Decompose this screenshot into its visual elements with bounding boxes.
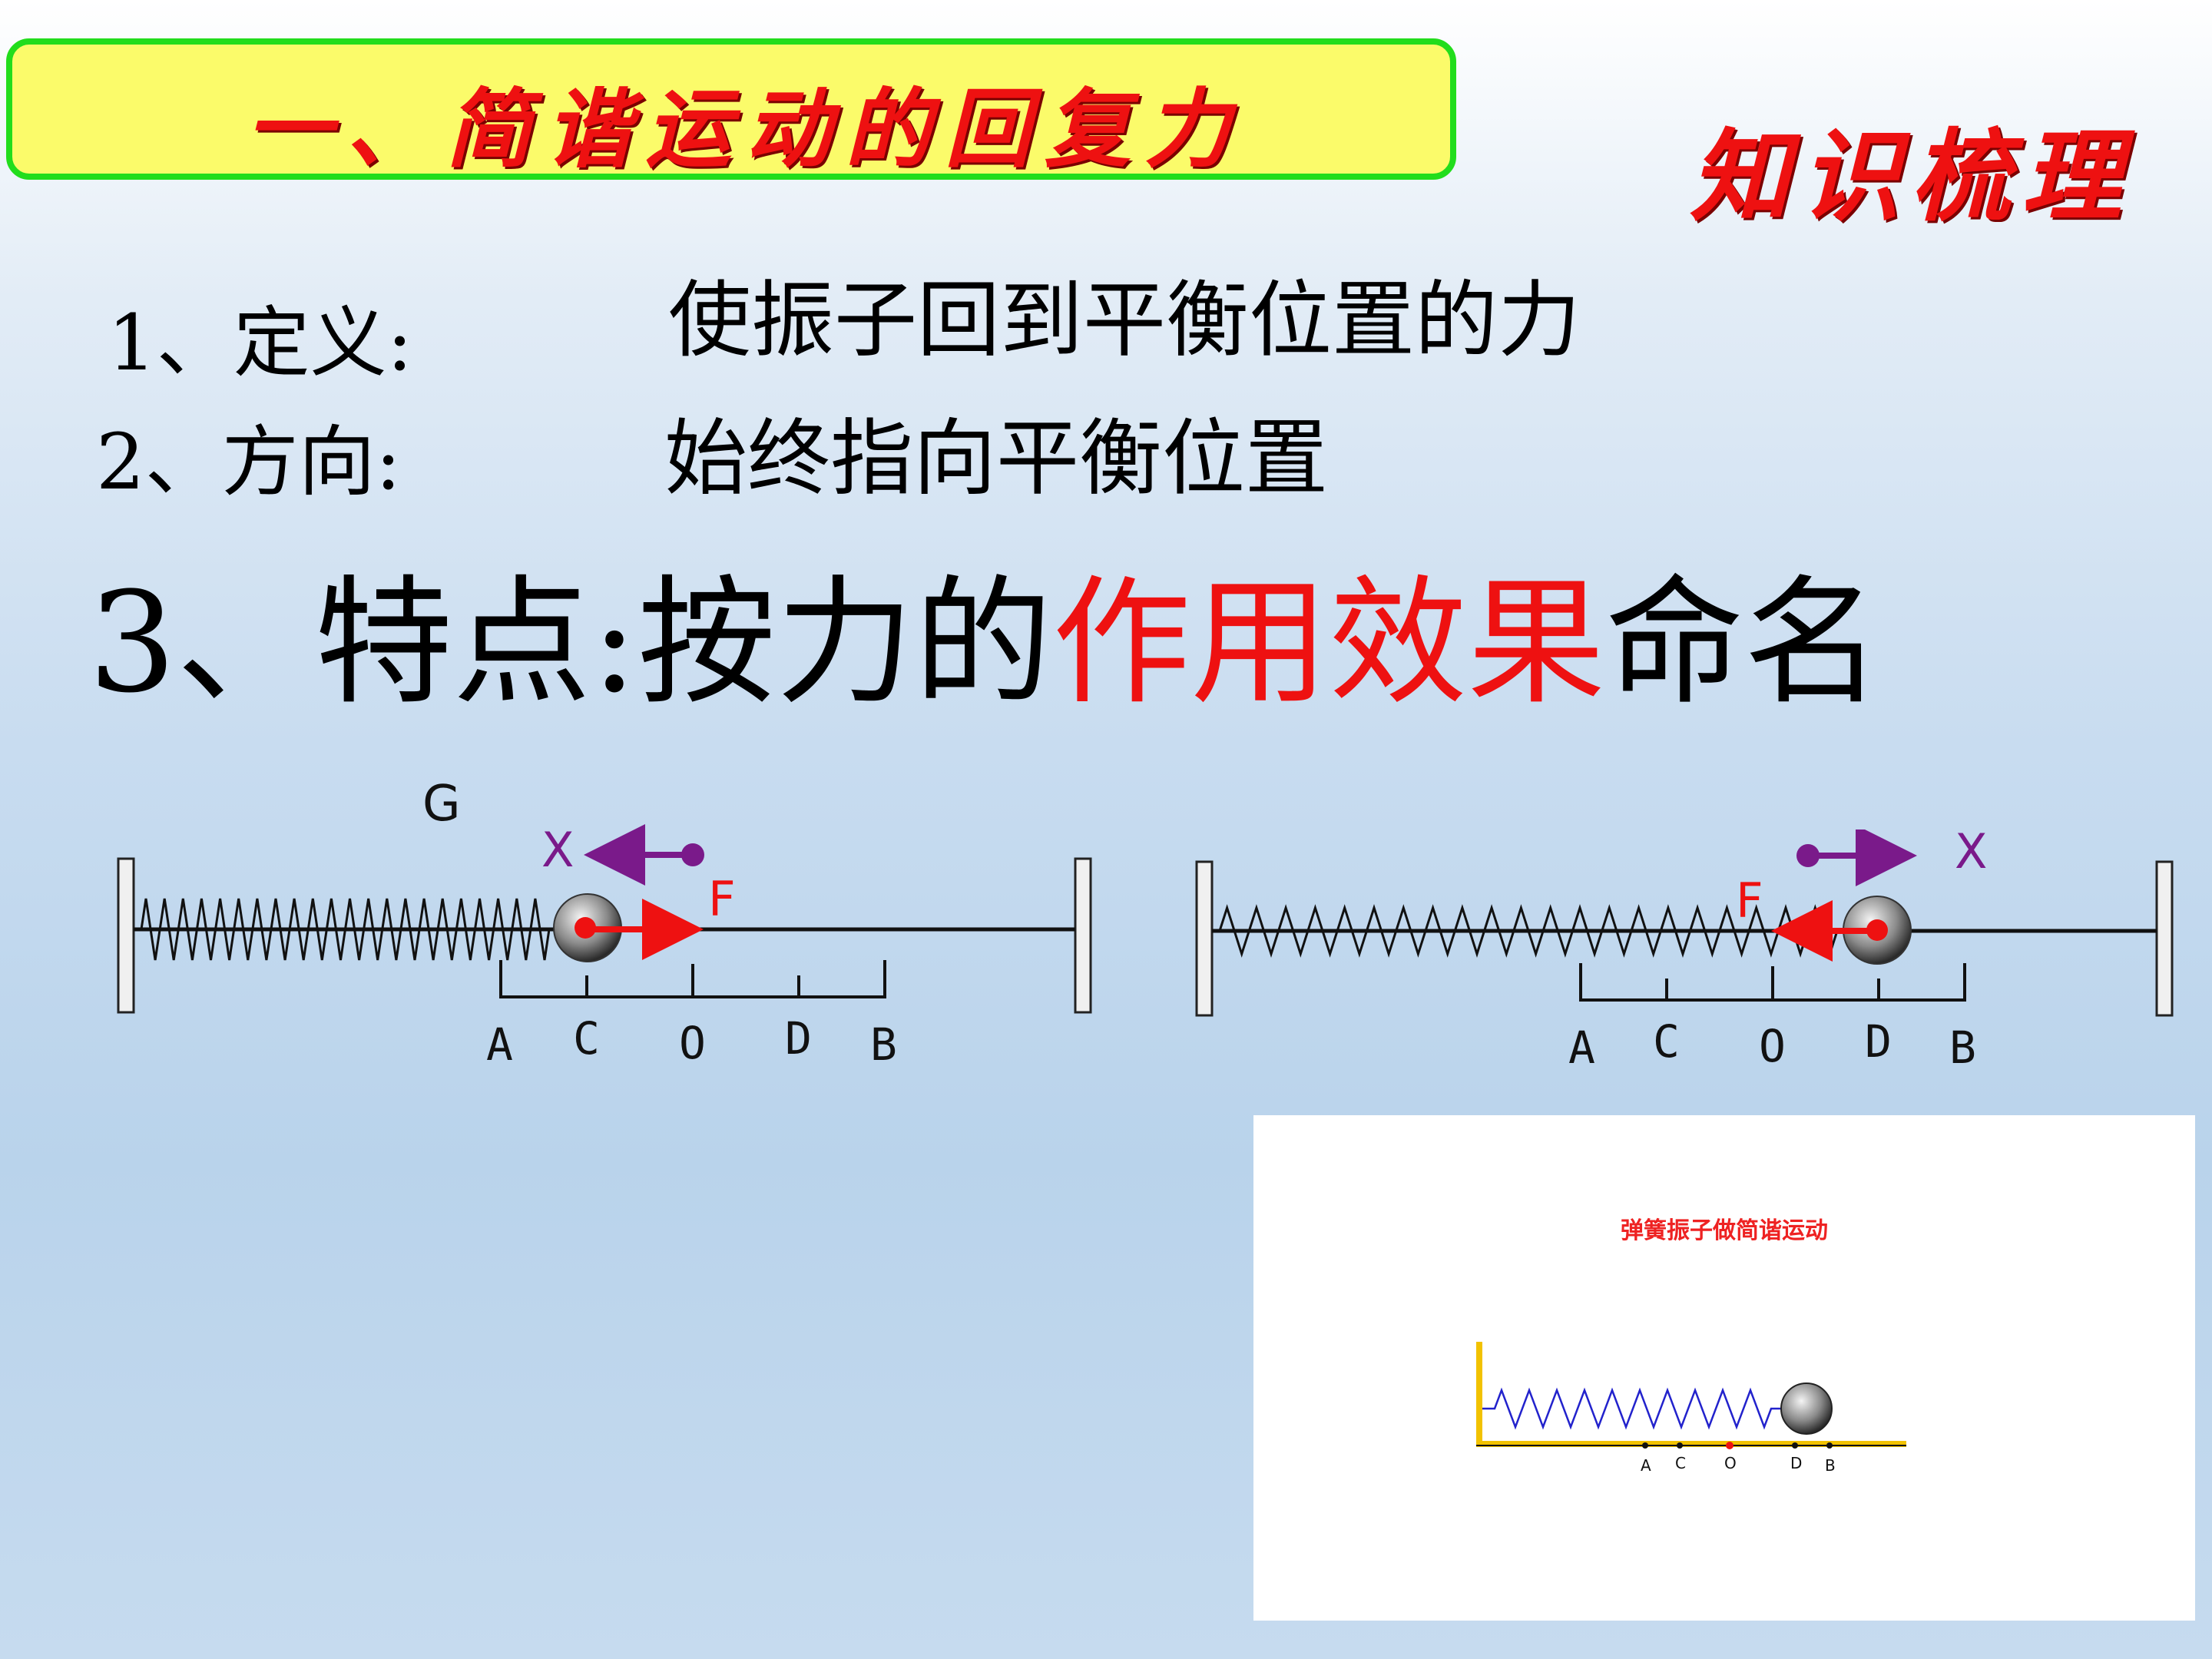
tick-label-a: A [1568,1022,1595,1074]
tick-label-a: A [486,1018,513,1071]
feature-line: 3、特点:按力的作用效果命名 [88,530,1882,730]
g-label: G [422,776,461,833]
section-label: 知识梳理 [1690,118,2133,235]
tick-label-d: D [785,1012,812,1065]
anim-ball [1780,1382,1833,1435]
spring-diagram-left: G X F A C O D B [117,776,1092,1071]
anim-mark-b [1826,1442,1833,1449]
tick-label-c: C [573,1012,600,1065]
anim-floor [1476,1441,1906,1447]
title-banner [6,38,1456,180]
direction-value: 始终指向平衡位置 [664,411,1329,507]
tick-label-b: B [870,1018,897,1071]
x-label: X [1955,830,1987,879]
animation-title: 弹簧振子做简谐运动 [1621,1217,1828,1244]
anim-mark-a [1642,1442,1648,1449]
feature-highlight: 作用效果 [1052,563,1606,724]
force-origin-dot [575,917,596,939]
right-wall [2155,860,2174,1017]
feature-label: 3、特点: [88,563,638,724]
anim-mark-d [1792,1442,1798,1449]
spring [134,898,557,961]
right-wall [1074,857,1092,1014]
animation-panel[interactable]: 弹簧振子做简谐运动 A C O D B [1253,1115,2195,1621]
x-label: X [541,822,574,878]
definition-value: 使振子回到平衡位置的力 [668,273,1581,369]
tick-label-b: B [1949,1022,1976,1074]
spring-diagram-right: X F A C O D B [1195,830,2174,1074]
anim-tick-a: A [1641,1456,1651,1475]
anim-mark-c [1677,1442,1683,1449]
anim-tick-o: O [1724,1454,1737,1472]
spring [1212,904,1845,958]
direction-label: 2、方向: [96,417,402,507]
anim-wall [1476,1342,1482,1445]
f-label: F [708,871,736,927]
left-wall [117,857,135,1014]
tick-label-c: C [1653,1015,1680,1068]
f-label: F [1736,873,1763,929]
definition-label: 1、定义: [108,298,413,388]
anim-tick-d: D [1790,1454,1802,1472]
tick-label-d: D [1865,1015,1892,1068]
tick-label-o: O [679,1017,706,1069]
feature-prefix: 按力的 [637,563,1053,724]
animation-scene: A C O D B [1476,1342,1906,1475]
anim-tick-b: B [1825,1456,1836,1475]
tick-label-o: O [1759,1020,1786,1072]
anim-spring [1482,1387,1783,1430]
left-wall [1195,860,1214,1017]
anim-tick-c: C [1675,1454,1686,1472]
anim-mark-o [1726,1442,1734,1449]
page-title: 一、简谐运动的回复力 [246,79,1244,180]
feature-suffix: 命名 [1605,563,1883,724]
